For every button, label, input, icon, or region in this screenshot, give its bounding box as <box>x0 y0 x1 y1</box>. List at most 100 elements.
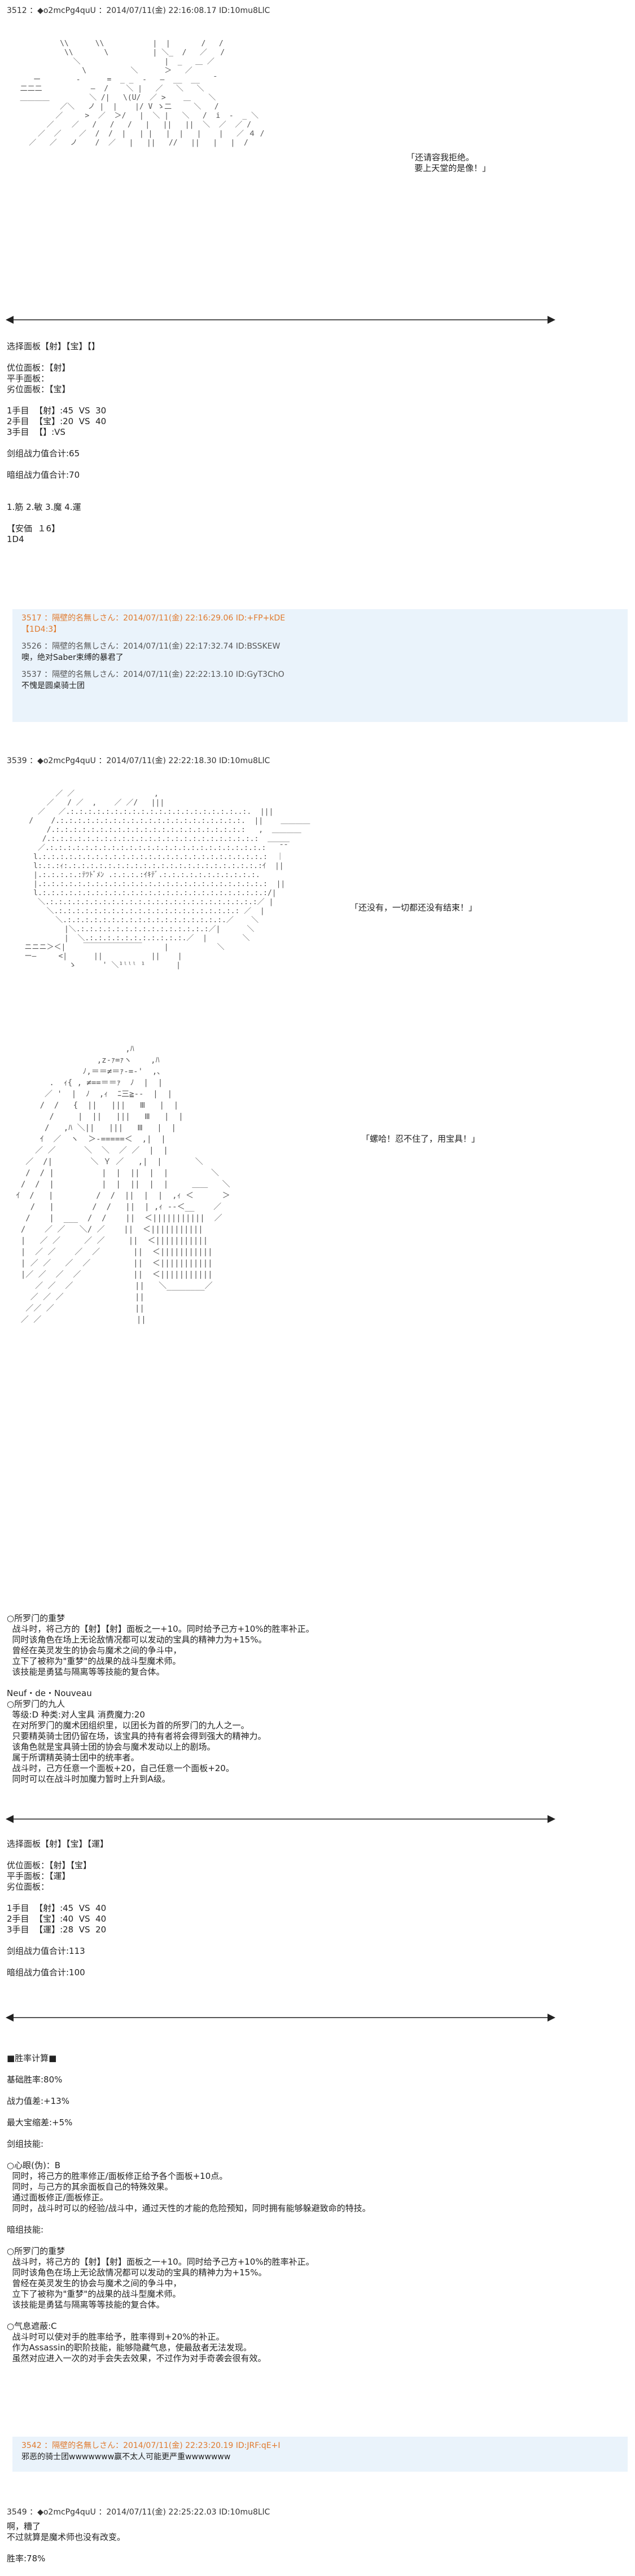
text-line <box>7 491 628 502</box>
text-line <box>7 1957 628 1967</box>
quoted-replies: 3542 ：隔壁的名無しさん：2014/07/11(金) 22:23:20.19… <box>12 2437 628 2472</box>
text-line <box>7 2235 628 2246</box>
text-line <box>7 1677 628 1688</box>
post-body: 选择面板【射】【宝】【】 优位面板：【射】平手面板：劣位面板：【宝】 1手目 【… <box>7 341 628 545</box>
text-line: 1D4 <box>7 534 24 544</box>
text-line <box>7 1892 628 1903</box>
reply-text: 噢，绝对Saber束缚的暴君了 <box>21 653 124 662</box>
text-line: 通过面板修正/面板修正。 <box>7 2192 108 2203</box>
post-body: 选择面板【射】【宝】【運】 优位面板：【射】【宝】平手面板：【運】劣位面板： 1… <box>7 1839 628 1978</box>
divider <box>14 319 548 320</box>
text-line <box>7 481 628 491</box>
text-line: 作为Assassin的职阶技能，能够隐藏气息，使最敌者无法发现。 <box>7 2342 252 2353</box>
text-line: 虽然对应进入一次的对手会失去效果，不过作为对手奇袭会很有效。 <box>7 2353 266 2363</box>
text-line <box>7 513 628 523</box>
text-line: 不过就算是魔术师也没有改变。 <box>7 2532 126 2542</box>
text-line: Neuf・de・Nouveau <box>7 1688 92 1698</box>
text-line: 基础胜率:80% <box>7 2075 63 2085</box>
text-line <box>7 2150 628 2160</box>
text-line: ○心眼(伪)：B <box>7 2160 61 2170</box>
post-text-block: 选择面板【射】【宝】【】 优位面板：【射】平手面板：劣位面板：【宝】 1手目 【… <box>7 341 628 545</box>
post-header: 3512 ：◆o2mcPg4quU ：2014/07/11(金) 22:16:0… <box>7 6 270 15</box>
reply-header: 3542 ：隔壁的名無しさん：2014/07/11(金) 22:23:20.19… <box>21 2441 281 2450</box>
divider <box>14 2017 548 2018</box>
speech-text: 「还没有，一切都还没有结束！」 <box>350 902 478 913</box>
text-line: 啊，糟了 <box>7 2521 41 2531</box>
post-body: 啊，糟了不过就算是魔术师也没有改变。 胜率:78% <box>7 2521 628 2564</box>
text-line: 只要精英骑士团仍留在场，该宝具的持有者将会得到强大的精神力。 <box>7 1731 266 1741</box>
post-body: ■胜率计算■ 基础胜率:80% 战力值差:+13% 最大宝缩差:+5% 剑组技能… <box>7 2053 628 2364</box>
text-line: 曾经在英灵发生的协会与魔术之间的争斗中， <box>7 1645 182 1655</box>
reply-header: 3526 ：隔壁的名無しさん：2014/07/11(金) 22:17:32.74… <box>21 642 281 651</box>
text-line: 最大宝缩差:+5% <box>7 2117 73 2128</box>
text-line: 同时，将己方的胜率修正/面板修正给予各个面板+10点。 <box>7 2171 228 2181</box>
right-arrow-icon <box>548 2014 555 2022</box>
text-line <box>7 2310 628 2321</box>
left-arrow-icon <box>6 1815 14 1823</box>
text-line <box>7 1850 628 1860</box>
right-arrow-icon <box>548 1815 555 1823</box>
text-line: 3手目 【】:VS <box>7 427 65 437</box>
speech-text: 「还请容我拒绝。 要上天堂的是像！」 <box>406 152 491 173</box>
text-line: 1.筋 2.敏 3.魔 4.運 <box>7 502 81 512</box>
text-line: 立下了被称为"重梦"的战果的战斗型魔术师。 <box>7 1656 181 1666</box>
winrate-text-block: ■胜率计算■ 基础胜率:80% 战力值差:+13% 最大宝缩差:+5% 剑组技能… <box>7 2053 628 2364</box>
text-line: 暗组战力值合计:70 <box>7 470 80 480</box>
left-arrow-icon <box>6 2014 14 2022</box>
reply-text: 邪恶的骑士团wwwwwww赢不太人可能更严重wwwwwww <box>21 2452 231 2461</box>
text-line: 2手目 【宝】:20 VS 40 <box>7 416 107 426</box>
text-line: ■胜率计算■ <box>7 2053 57 2063</box>
text-line: 战斗时，将己方的【射】【射】面板之一+10。同时给予己方+10%的胜率补正。 <box>7 2257 314 2267</box>
text-line: 平手面板：【運】 <box>7 1871 71 1881</box>
speech-text: 「螺哈！忍不住了，用宝具！」 <box>361 1134 480 1144</box>
text-line: ○所罗门的重梦 <box>7 1613 65 1623</box>
text-line: ○所罗门的九人 <box>7 1699 65 1709</box>
text-line: 劣位面板： <box>7 1882 50 1892</box>
text-line: 优位面板：【射】 <box>7 363 71 373</box>
text-line: 同时该角色在场上无论敌情况都可以发动的宝具的精神力为+15%。 <box>7 2267 267 2278</box>
ascii-art: \\ \\ | | / / \\ \ | ＼_ / ／ / ＼ | _ ＿ ／ … <box>20 39 265 147</box>
text-line: ○气息遮蔽:C <box>7 2321 57 2331</box>
panel-text-block: 选择面板【射】【宝】【運】 优位面板：【射】【宝】平手面板：【運】劣位面板： 1… <box>7 1839 628 1978</box>
text-line <box>7 395 628 406</box>
text-line: 剑组战力值合计:65 <box>7 448 80 459</box>
text-line: 属于所谓精英骑士团中的统率者。 <box>7 1752 139 1763</box>
reply-text: 不愧是圆桌骑士团 <box>21 681 85 690</box>
text-line <box>7 2107 628 2117</box>
text-line: ○所罗门的重梦 <box>7 2246 65 2256</box>
text-line <box>7 2128 628 2139</box>
text-line: 3手目 【運】:28 VS 20 <box>7 1925 107 1935</box>
text-line: 同时，与己方的其余面板自己的特殊效果。 <box>7 2182 173 2192</box>
right-arrow-icon <box>548 316 555 324</box>
ascii-art: ／ ／ , ／ / ／ , ／ ／/ ||| ／ ／.:.:.:.:.:.:.:… <box>24 790 310 970</box>
text-line: 战斗时可以使对手的胜率给予，胜率得到+20%的补正。 <box>7 2332 225 2342</box>
text-line: 同时，战斗时可以的经验/战斗中，通过天性的才能的危险预知，同时拥有能够躲避致命的… <box>7 2203 371 2213</box>
post-body: ○所罗门的重梦 战斗时，将己方的【射】【射】面板之一+10。同时给予己方+10%… <box>7 1613 628 1785</box>
text-line: 劣位面板：【宝】 <box>7 384 71 394</box>
text-line <box>7 2543 628 2553</box>
text-line: 战斗时，将己方的【射】【射】面板之一+10。同时给予己方+10%的胜率补正。 <box>7 1624 314 1634</box>
reply-header: 3517 ：隔壁的名無しさん：2014/07/11(金) 22:16:29.06… <box>21 614 286 623</box>
text-line: 选择面板【射】【宝】【運】 <box>7 1839 109 1849</box>
text-line: 在对所罗门的魔术团组织里，以团长为首的所罗门的九人之一。 <box>7 1720 249 1730</box>
quoted-replies: 3517 ：隔壁的名無しさん：2014/07/11(金) 22:16:29.06… <box>12 609 628 722</box>
text-line: 2手目 【宝】:40 VS 40 <box>7 1914 107 1924</box>
ascii-art: ,ﾊ ,z‐ｧ=ｧヽ ,ﾊ ﾉ,＝＝≠＝ｧ-=‐' ,､ . ｨ{ , ≠==＝… <box>16 1045 230 1324</box>
text-line <box>7 1935 628 1946</box>
text-line <box>7 438 628 448</box>
text-line <box>7 2085 628 2096</box>
text-line: 暗组技能: <box>7 2225 44 2235</box>
post-text-block: 啊，糟了不过就算是魔术师也没有改变。 胜率:78% <box>7 2521 628 2564</box>
text-line <box>7 352 628 363</box>
text-line: 战斗时，己方任意一个面板+20，自己任意一个面板+20。 <box>7 1763 234 1773</box>
post-header: 3549 ：◆o2mcPg4quU ：2014/07/11(金) 22:25:2… <box>7 2508 270 2517</box>
post-header: 3539 ：◆o2mcPg4quU ：2014/07/11(金) 22:22:1… <box>7 756 270 765</box>
text-line: 立下了被称为"重梦"的战果的战斗型魔术师。 <box>7 2289 181 2299</box>
text-line: 平手面板： <box>7 373 50 384</box>
text-line: 优位面板：【射】【宝】 <box>7 1860 92 1870</box>
text-line: 该技能是勇猛与隔离等等技能的复合体。 <box>7 1667 165 1677</box>
text-line: 【安価 １6】 <box>7 523 60 534</box>
divider <box>14 1818 548 1820</box>
text-line: 该技能是勇猛与隔离等等技能的复合体。 <box>7 2300 165 2310</box>
skill-text-block: ○所罗门的重梦 战斗时，将己方的【射】【射】面板之一+10。同时给予己方+10%… <box>7 1613 628 1785</box>
